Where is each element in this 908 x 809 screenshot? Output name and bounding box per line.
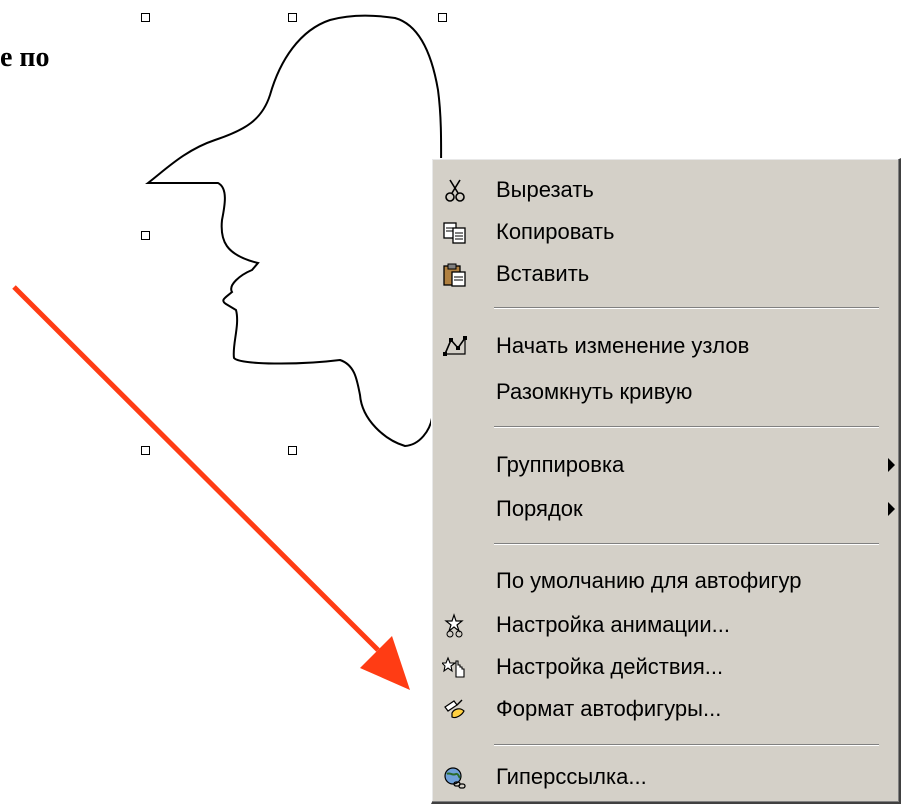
menu-item-default-autoshape[interactable]: По умолчанию для автофигур (434, 561, 895, 603)
menu-item-label: По умолчанию для автофигур (496, 568, 802, 593)
menu-item-label: Вырезать (496, 177, 594, 202)
resize-handle-bottom-center[interactable] (288, 446, 297, 455)
context-menu: Вырезать Копировать Вставить Начать изме… (431, 158, 901, 804)
menu-item-edit-points[interactable]: Начать изменение узлов (434, 326, 895, 368)
menu-item-label: Копировать (496, 219, 615, 244)
animation-icon (444, 613, 464, 638)
menu-item-label: Формат автофигуры... (496, 696, 722, 721)
menu-item-order[interactable]: Порядок (434, 489, 895, 531)
menu-item-label: Настройка действия... (496, 654, 724, 679)
menu-item-label: Начать изменение узлов (496, 333, 750, 358)
menu-separator (494, 426, 879, 428)
menu-item-grouping[interactable]: Группировка (434, 445, 895, 487)
submenu-arrow-icon (888, 458, 895, 472)
menu-item-copy[interactable]: Копировать (434, 212, 895, 254)
menu-item-close-curve[interactable]: Разомкнуть кривую (434, 372, 895, 414)
scissors-icon (445, 179, 465, 202)
copy-icon (443, 222, 466, 244)
menu-separator (494, 307, 879, 309)
menu-item-label: Порядок (496, 496, 583, 521)
paste-icon (443, 263, 466, 287)
menu-item-format-autoshape[interactable]: Формат автофигуры... (434, 689, 895, 731)
menu-item-hyperlink[interactable]: Гиперссылка... (434, 757, 895, 799)
freeform-outline (145, 14, 443, 448)
menu-item-label: Разомкнуть кривую (496, 379, 693, 404)
action-icon (442, 656, 465, 678)
slide-text-fragment: е по (0, 42, 50, 73)
menu-separator (494, 543, 879, 545)
resize-handle-top-left[interactable] (141, 13, 150, 22)
format-shape-icon (444, 699, 465, 719)
menu-item-animation[interactable]: Настройка анимации... (434, 605, 895, 647)
submenu-arrow-icon (888, 502, 895, 516)
menu-item-cut[interactable]: Вырезать (434, 170, 895, 212)
menu-item-label: Группировка (496, 452, 625, 477)
resize-handle-top-right[interactable] (438, 13, 447, 22)
menu-item-action-settings[interactable]: Настройка действия... (434, 647, 895, 689)
hyperlink-icon (444, 767, 466, 789)
menu-item-paste[interactable]: Вставить (434, 254, 895, 296)
resize-handle-bottom-left[interactable] (141, 446, 150, 455)
menu-item-label: Настройка анимации... (496, 612, 730, 637)
menu-item-label: Гиперссылка... (496, 764, 647, 789)
resize-handle-top-center[interactable] (288, 13, 297, 22)
menu-item-label: Вставить (496, 261, 590, 286)
resize-handle-middle-left[interactable] (141, 231, 150, 240)
menu-separator (494, 744, 879, 746)
edit-points-icon (443, 336, 467, 356)
